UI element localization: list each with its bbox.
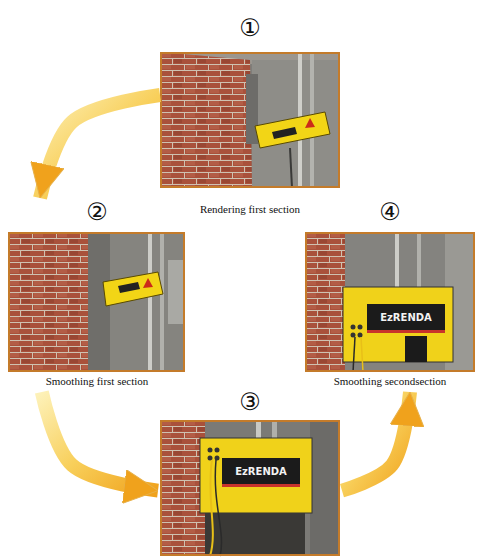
- control-button: [358, 325, 363, 330]
- concrete-background: [305, 232, 475, 372]
- photo-smoothing-first: [8, 232, 185, 372]
- photo-frame: [161, 53, 339, 187]
- photo-frame: [306, 233, 474, 371]
- photo-third: [160, 420, 340, 556]
- flow-arrow: [342, 392, 410, 491]
- control-button: [358, 333, 363, 338]
- control-button: [215, 448, 220, 453]
- process-panel: ④ Smoothing secondsection: [303, 198, 477, 392]
- machine-panel: [367, 304, 445, 330]
- machine-brand: EzRENDA: [222, 458, 300, 484]
- cable: [361, 337, 363, 372]
- machine-badge: [272, 127, 297, 139]
- panel-stripe: [222, 484, 300, 487]
- render-machine: [255, 112, 330, 148]
- cable: [215, 460, 221, 556]
- step-number: ③: [158, 388, 342, 416]
- cable: [210, 460, 213, 556]
- guide-pole: [256, 420, 261, 440]
- guide-pole: [395, 232, 399, 288]
- warning-sign: [305, 118, 315, 128]
- render-machine: [103, 272, 163, 306]
- flow-arrow: [42, 392, 158, 491]
- cable: [290, 148, 292, 188]
- brick-wall: [8, 232, 90, 372]
- flow-arrow: [40, 95, 160, 198]
- control-button: [215, 456, 220, 461]
- step-number: ①: [160, 14, 340, 42]
- step-number: ④: [303, 198, 477, 226]
- brick-wall: [305, 232, 345, 372]
- step-number: ②: [8, 198, 186, 226]
- photo-rendering-first: [160, 52, 340, 188]
- brick-wall: [160, 420, 205, 556]
- guide-pole: [160, 232, 164, 372]
- brick-wall: [160, 52, 252, 188]
- guide-pole: [417, 232, 421, 288]
- concrete-background: [8, 232, 185, 372]
- photo-smoothing-second: [305, 232, 475, 372]
- warning-sign: [143, 278, 153, 288]
- machine-panel: [222, 458, 300, 484]
- step-caption: Smoothing secondsection: [303, 374, 477, 388]
- step-caption: Smoothing first section: [8, 374, 186, 388]
- machine-badge: [118, 282, 140, 293]
- step-caption: Rendering first section: [160, 202, 340, 216]
- window-opening: [168, 260, 185, 324]
- control-button: [351, 333, 356, 338]
- machine-brand: EzRENDA: [367, 304, 445, 330]
- wall-shadow: [310, 420, 340, 556]
- concrete-background: [160, 420, 340, 556]
- concrete-background: [160, 52, 340, 188]
- process-panel: ① Rendering first section: [160, 14, 340, 220]
- cable: [353, 337, 355, 372]
- photo-frame: [9, 233, 184, 371]
- wall-face: [252, 60, 340, 188]
- machine-slot: [405, 336, 427, 362]
- guide-pole: [272, 420, 277, 440]
- control-button: [208, 456, 213, 461]
- guide-pole: [148, 232, 152, 372]
- control-button: [351, 325, 356, 330]
- photo-frame: [161, 421, 339, 555]
- panel-stripe: [367, 330, 445, 333]
- control-button: [208, 448, 213, 453]
- process-panel: ② Smoothing first section: [8, 198, 186, 392]
- render-machine: [343, 287, 453, 362]
